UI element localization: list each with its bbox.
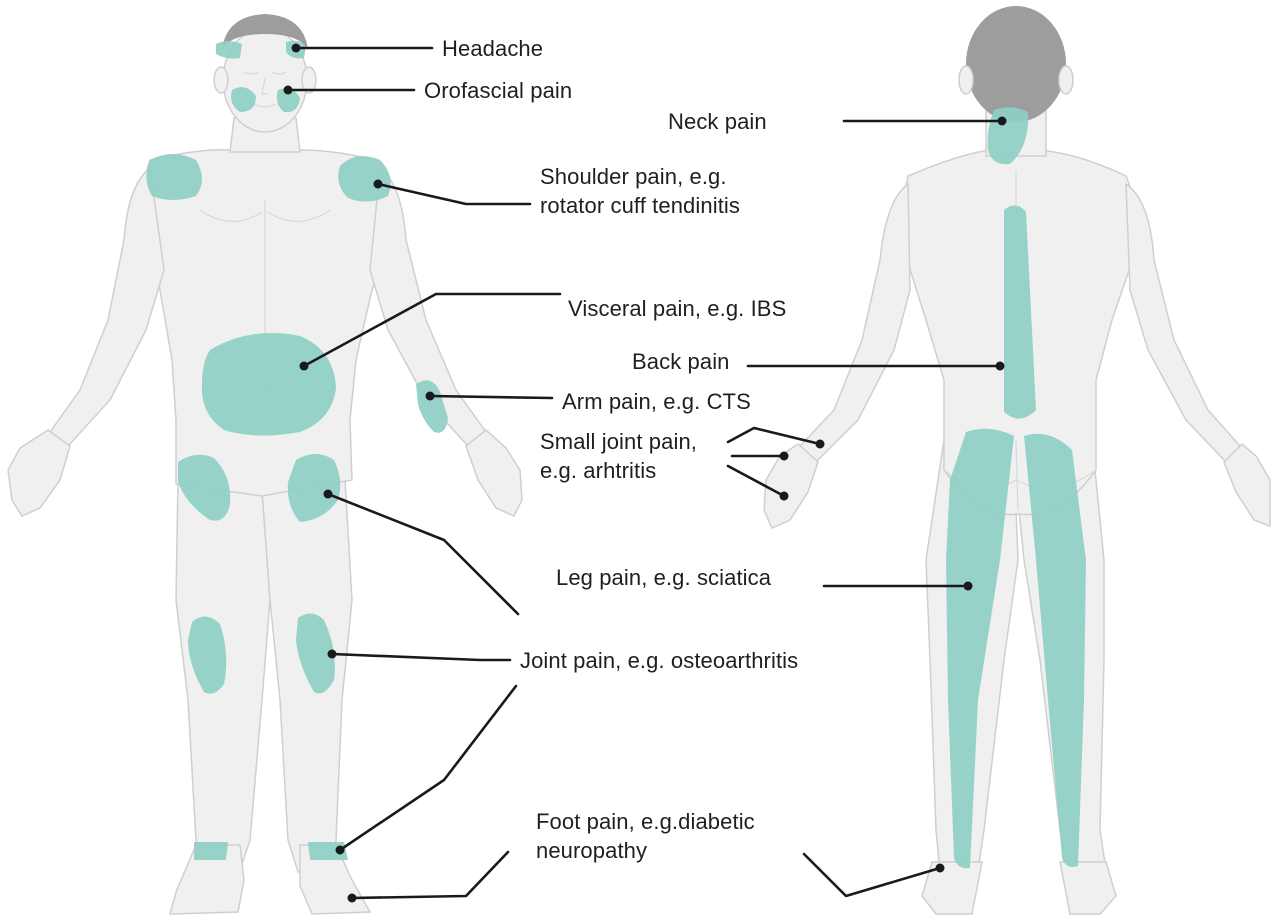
headache-label: Headache	[442, 35, 543, 63]
neck-label: Neck pain	[668, 108, 767, 136]
shoulder-label-line1: Shoulder pain, e.g.	[540, 163, 727, 191]
ankle-area-left	[194, 842, 228, 860]
back-label: Back pain	[632, 348, 730, 376]
visceral-area	[202, 333, 336, 435]
arm-label: Arm pain, e.g. CTS	[562, 388, 751, 416]
leg-area-right	[1024, 434, 1086, 867]
shoulder-area-right	[338, 156, 390, 201]
shoulder-label-line2: rotator cuff tendinitis	[540, 192, 740, 220]
orofacial-label: Orofascial pain	[424, 77, 572, 105]
foot-label-line2: neuropathy	[536, 837, 647, 865]
small-joint-label-line1: Small joint pain,	[540, 428, 697, 456]
leg-label: Leg pain, e.g. sciatica	[556, 564, 771, 592]
joint-leader-ankle	[340, 686, 516, 850]
foot-leader-back	[804, 854, 940, 896]
headache-area-left	[216, 41, 242, 59]
visceral-label: Visceral pain, e.g. IBS	[568, 295, 786, 323]
foot-label-line1: Foot pain, e.g.diabetic	[536, 808, 755, 836]
small-joint-leader-1	[728, 428, 820, 444]
joint-leader-knee	[332, 654, 510, 660]
joint-leader-hip	[328, 494, 518, 614]
shoulder-area-left	[146, 154, 202, 200]
shoulder-leader	[378, 184, 530, 204]
joint-label: Joint pain, e.g. osteoarthritis	[520, 647, 798, 675]
small-joint-label-line2: e.g. arhtritis	[540, 457, 656, 485]
foot-leader-front	[352, 852, 508, 898]
